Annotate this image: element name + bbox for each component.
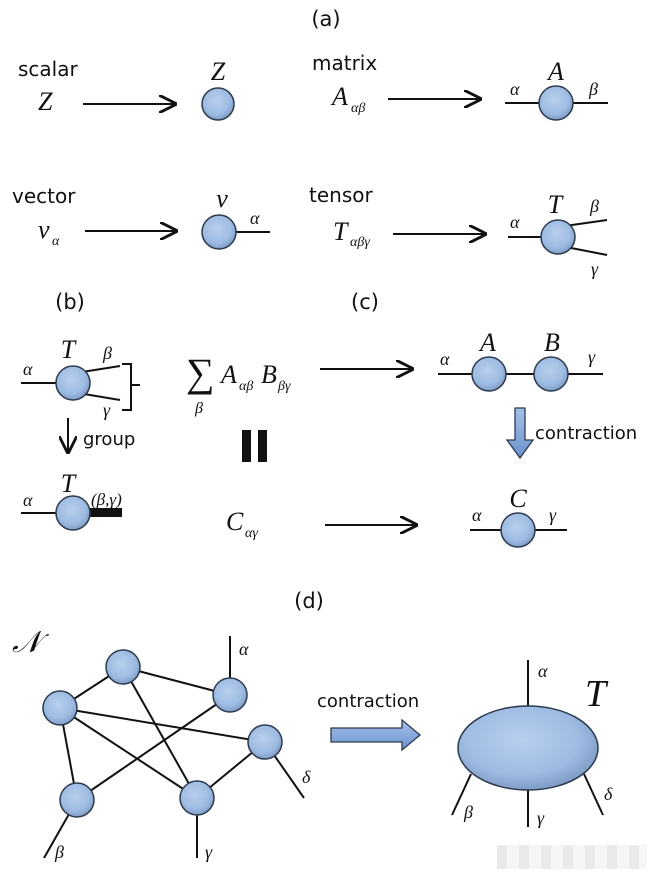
d-open-index-alpha: α <box>239 639 249 659</box>
panel-d-label: (d) <box>294 589 324 613</box>
b-tensor-label: T <box>61 335 77 364</box>
d-network-node <box>247 724 283 760</box>
tensor-subscript: αβγ <box>350 235 370 250</box>
matrix-node <box>538 85 574 121</box>
c-sum-index: β <box>194 400 203 417</box>
b-tensor-lower-edge <box>83 393 121 401</box>
blurred-watermark <box>497 845 647 869</box>
scalar-node <box>201 87 235 121</box>
c-node-c <box>500 512 536 548</box>
tensor-left-index: α <box>510 212 520 232</box>
b-tensor-node <box>55 365 91 401</box>
tensor-upper-index: β <box>589 196 599 216</box>
c-result-sub: αγ <box>245 526 258 541</box>
d-edge <box>76 694 231 801</box>
d-contraction-label: contraction <box>317 691 419 712</box>
d-edge <box>122 666 198 799</box>
scalar-symbol: Z <box>38 87 53 116</box>
b-upper-index: β <box>102 343 112 363</box>
vector-right-index: α <box>250 208 260 228</box>
matrix-symbol: A <box>330 82 348 111</box>
matrix-left-index: α <box>510 79 520 99</box>
d-open-index-beta: β <box>54 842 64 862</box>
c-equals-bar-right <box>258 430 267 462</box>
tensor-caption: tensor <box>309 183 373 207</box>
vector-subscript: α <box>52 234 60 249</box>
c-sum-symbol: ∑ <box>186 350 215 395</box>
scalar-caption: scalar <box>18 57 78 81</box>
b-group-label: group <box>83 429 135 450</box>
d-network-node <box>42 690 78 726</box>
tensor-lower-index: γ <box>591 259 599 279</box>
c-node-b-label: B <box>544 328 560 357</box>
d-result-index-gamma: γ <box>537 808 545 828</box>
tensor-upper-edge <box>564 219 608 227</box>
d-network-node <box>105 649 141 685</box>
c-node-b <box>533 356 569 392</box>
d-edge <box>59 707 198 799</box>
c-right-index: γ <box>588 347 596 367</box>
c-term-a: A <box>219 360 237 389</box>
vector-node <box>201 214 237 250</box>
vector-symbol: v <box>38 215 50 244</box>
c-node-c-left-index: α <box>472 505 482 525</box>
c-term-b-sub: βγ <box>277 379 291 394</box>
b-group-bracket <box>122 363 140 411</box>
d-result-edge-delta <box>583 773 604 816</box>
d-open-index-delta: δ <box>302 767 311 787</box>
panel-a-label: (a) <box>311 7 340 31</box>
c-node-c-label: C <box>509 484 527 513</box>
tensor-node <box>540 219 576 255</box>
b-grouped-tensor-label: T <box>61 469 77 498</box>
b-tensor-upper-edge <box>81 365 121 373</box>
c-equals-bar-left <box>242 430 251 462</box>
matrix-caption: matrix <box>312 51 377 75</box>
d-result-index-delta: δ <box>604 784 613 804</box>
b-grouped-left-index: α <box>23 490 33 510</box>
d-result-index-beta: β <box>463 802 473 822</box>
d-network-label: 𝒩 <box>12 626 50 659</box>
c-contraction-arrow <box>505 407 535 460</box>
scalar-node-label: Z <box>211 57 226 86</box>
c-result: C <box>226 507 244 536</box>
matrix-right-index: β <box>588 79 598 99</box>
c-node-a <box>471 356 507 392</box>
d-result-index-alpha: α <box>538 661 548 681</box>
d-result-tensor-node <box>457 705 599 791</box>
c-node-c-right-index: γ <box>549 505 557 525</box>
d-edge <box>59 707 266 743</box>
d-result-edge-beta <box>451 773 472 816</box>
b-grouped-index: (β,γ) <box>91 490 122 509</box>
vector-caption: vector <box>12 184 76 208</box>
panel-c-label: (c) <box>351 290 379 314</box>
c-term-b: B <box>261 360 277 389</box>
c-left-index: α <box>440 349 450 369</box>
tensor-symbol: T <box>333 217 349 246</box>
d-result-label: T <box>585 673 609 715</box>
vector-node-label: v <box>216 184 228 213</box>
d-contraction-arrow <box>330 718 422 752</box>
matrix-node-label: A <box>546 57 564 86</box>
b-lower-index: γ <box>103 400 111 420</box>
panel-b-label: (b) <box>55 290 85 314</box>
matrix-subscript: αβ <box>351 101 365 116</box>
c-contraction-label: contraction <box>535 423 637 444</box>
tensor-node-label: T <box>548 190 564 219</box>
b-grouped-thick-edge <box>88 508 122 517</box>
b-grouped-tensor-node <box>55 495 91 531</box>
d-network-node <box>212 677 248 713</box>
d-network-node <box>59 782 95 818</box>
b-left-index: α <box>23 359 33 379</box>
c-node-a-label: A <box>478 328 496 357</box>
c-term-a-sub: αβ <box>239 379 253 394</box>
d-edge <box>122 666 231 696</box>
tensor-lower-edge <box>565 246 608 256</box>
d-network-node <box>179 780 215 816</box>
d-open-index-gamma: γ <box>205 842 213 862</box>
